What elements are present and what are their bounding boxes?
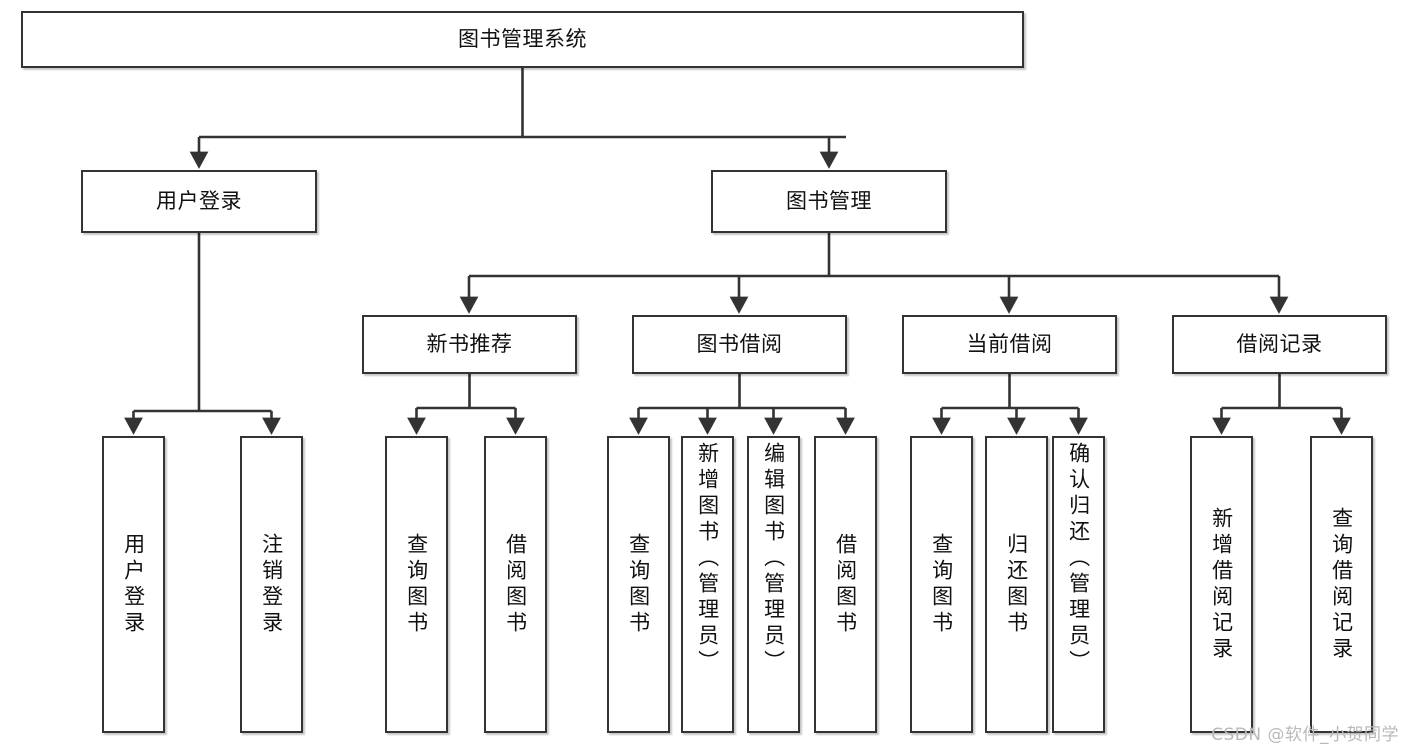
node-leaf-query-book-1[interactable]: 查询图书 xyxy=(385,436,448,733)
node-label: 查询借阅记录 xyxy=(1329,506,1354,663)
node-leaf-logout[interactable]: 注销登录 xyxy=(240,436,303,733)
node-label: 注销登录 xyxy=(259,532,284,637)
node-leaf-query-book-2[interactable]: 查询图书 xyxy=(607,436,670,733)
node-label: 新增借阅记录 xyxy=(1209,506,1234,663)
node-leaf-add-book[interactable]: 新增图书（管理员） xyxy=(681,436,734,733)
node-label: 新书推荐 xyxy=(426,332,513,357)
node-label: 查询图书 xyxy=(929,532,954,637)
node-label: 当前借阅 xyxy=(966,332,1053,357)
node-current-borrow[interactable]: 当前借阅 xyxy=(902,315,1117,374)
node-leaf-confirm-return[interactable]: 确认归还（管理员） xyxy=(1052,436,1105,733)
node-root-system[interactable]: 图书管理系统 xyxy=(21,11,1024,68)
node-label: 借阅记录 xyxy=(1236,332,1323,357)
node-user-login[interactable]: 用户登录 xyxy=(81,170,317,233)
node-book-borrow[interactable]: 图书借阅 xyxy=(632,315,847,374)
node-label: 新增图书（管理员） xyxy=(695,442,720,676)
node-label: 用户登录 xyxy=(121,532,146,637)
node-book-manage[interactable]: 图书管理 xyxy=(711,170,947,233)
node-new-book-recommend[interactable]: 新书推荐 xyxy=(362,315,577,374)
node-leaf-borrow-book-1[interactable]: 借阅图书 xyxy=(484,436,547,733)
node-label: 查询图书 xyxy=(626,532,651,637)
node-label: 归还图书 xyxy=(1004,532,1029,637)
node-borrow-record[interactable]: 借阅记录 xyxy=(1172,315,1387,374)
node-leaf-query-record[interactable]: 查询借阅记录 xyxy=(1310,436,1373,733)
node-label: 编辑图书（管理员） xyxy=(761,442,786,676)
node-leaf-borrow-book-2[interactable]: 借阅图书 xyxy=(814,436,877,733)
node-label: 图书管理 xyxy=(786,189,872,214)
node-label: 确认归还（管理员） xyxy=(1066,442,1091,676)
node-leaf-query-book-3[interactable]: 查询图书 xyxy=(910,436,973,733)
node-leaf-edit-book[interactable]: 编辑图书（管理员） xyxy=(747,436,800,733)
node-label: 图书管理系统 xyxy=(458,27,587,52)
watermark: CSDN @软件_小贺同学 xyxy=(1211,725,1399,745)
node-leaf-add-record[interactable]: 新增借阅记录 xyxy=(1190,436,1253,733)
node-label: 借阅图书 xyxy=(833,532,858,637)
node-label: 图书借阅 xyxy=(696,332,783,357)
node-label: 借阅图书 xyxy=(503,532,528,637)
node-label: 查询图书 xyxy=(404,532,429,637)
node-leaf-user-login[interactable]: 用户登录 xyxy=(102,436,165,733)
node-label: 用户登录 xyxy=(156,189,242,214)
node-leaf-return-book[interactable]: 归还图书 xyxy=(985,436,1048,733)
